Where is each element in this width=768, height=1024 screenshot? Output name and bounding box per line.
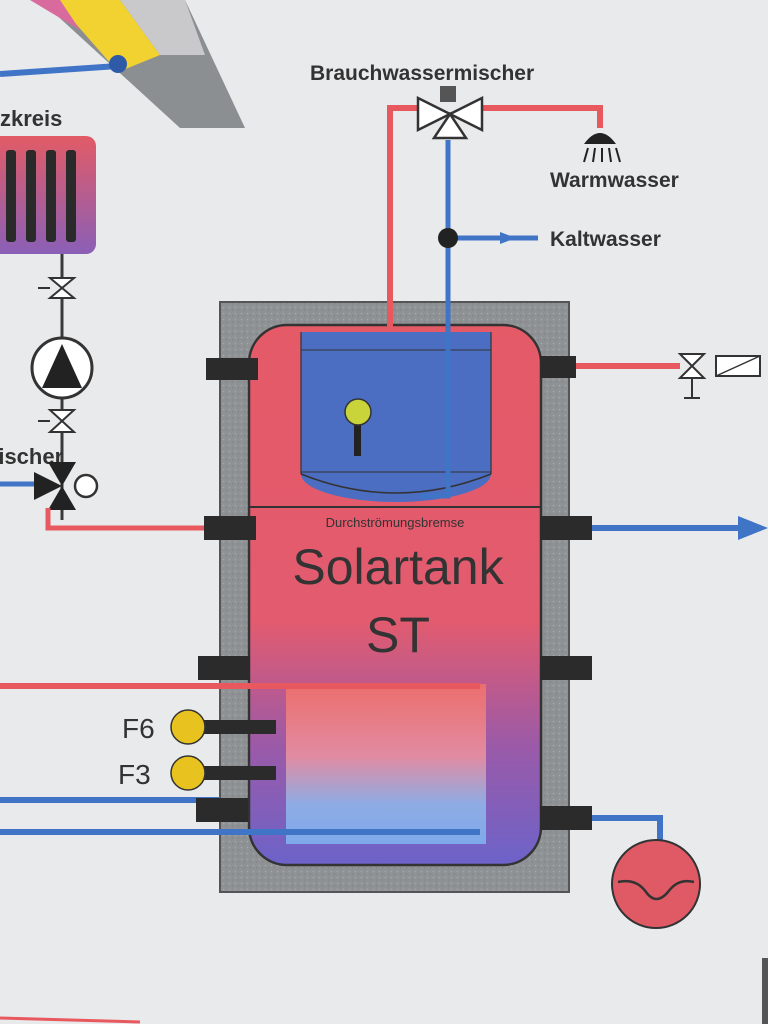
mixer-valve-icon (34, 462, 99, 510)
port-right-top (540, 356, 576, 378)
hot-outlet-pipe (387, 105, 420, 328)
pump-icon (30, 336, 94, 400)
tank-title-line2: ST (366, 607, 430, 663)
right-blue-arrow-icon (738, 516, 768, 540)
inner-sensor-icon (344, 398, 372, 456)
brauchwassermischer-label: Brauchwassermischer (310, 62, 534, 85)
warm-pipe (482, 105, 603, 128)
port-left-lower (198, 656, 250, 680)
solar-collector (30, 0, 245, 128)
port-right-lower (540, 656, 592, 680)
bottom-right-pipe (569, 815, 663, 846)
sensor-f6-label: F6 (122, 713, 155, 744)
radiator-icon (0, 136, 96, 254)
inner-dhw-cylinder (300, 332, 492, 502)
durchstroemungsbremse-label: Durchströmungsbremse (326, 515, 465, 530)
cold-feed-pipe (420, 140, 451, 499)
collector-joint (109, 55, 127, 73)
port-left-top (206, 358, 258, 380)
port-right-mid (540, 516, 592, 540)
kaltwasser-label: Kaltwasser (550, 228, 661, 251)
port-right-bottom (540, 806, 592, 830)
heizkreis-label: zkreis (0, 106, 62, 131)
kaltwasser-arrow-icon (500, 232, 516, 244)
tank-title-line1: Solartank (292, 539, 504, 595)
bottom-edge-line (0, 1016, 141, 1024)
shower-icon (583, 133, 621, 163)
mixer-red-return (45, 508, 212, 531)
tank-ports (196, 356, 592, 830)
sensor-f3-label: F3 (118, 759, 151, 790)
corner-shadow (762, 958, 768, 1024)
port-left-mid (204, 516, 256, 540)
warmwasser-label: Warmwasser (550, 169, 679, 192)
circulation-pump-icon (611, 839, 701, 929)
right-valve-icon (677, 353, 761, 399)
sensor-f6 (170, 709, 276, 745)
valve-icon (38, 277, 77, 299)
solar-coil (286, 684, 486, 844)
kaltwasser-junction (438, 228, 458, 248)
valve-icon-lower (38, 409, 77, 433)
brauchwassermischer-valve-icon (416, 86, 484, 140)
sensor-f3 (170, 755, 276, 791)
port-left-bottom (196, 798, 248, 822)
collector-pipe-blue (0, 63, 119, 77)
